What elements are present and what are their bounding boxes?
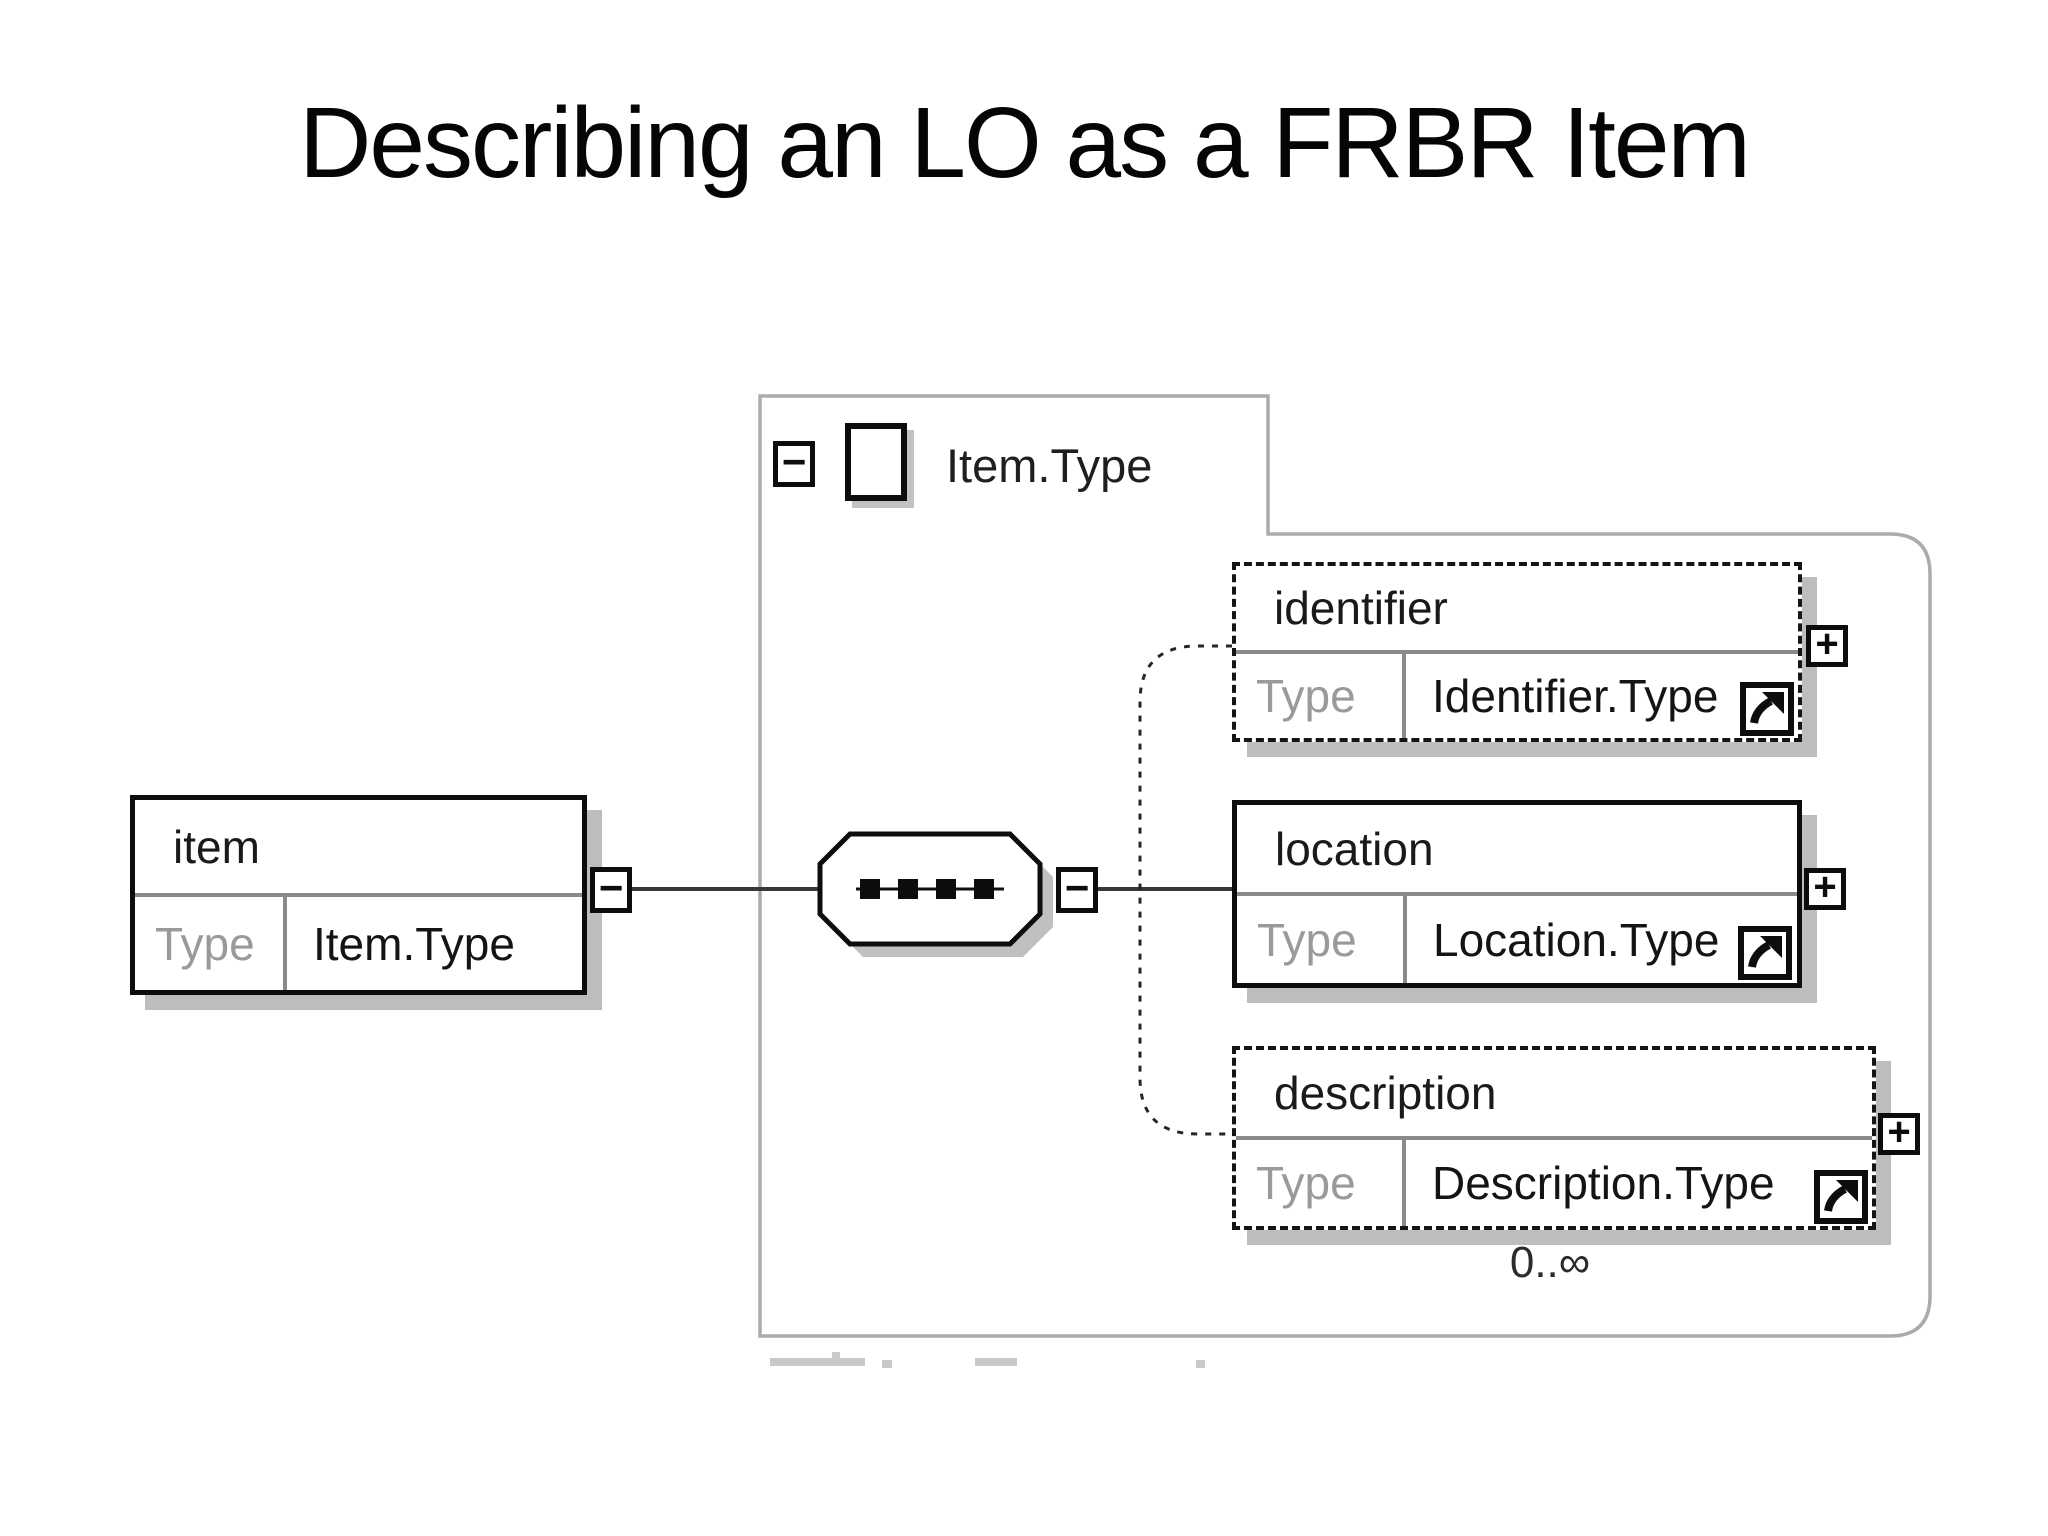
type-label: Type <box>135 897 287 990</box>
type-label: Type <box>1237 896 1407 983</box>
element-box-identifier: identifier Type Identifier.Type <box>1232 562 1802 742</box>
item-collapse-toggle[interactable]: − <box>590 867 632 913</box>
element-box-item: item Type Item.Type <box>130 795 587 995</box>
expand-button-location[interactable]: + <box>1804 867 1846 910</box>
type-row: Type Description.Type <box>1236 1136 1872 1226</box>
expand-button-description[interactable]: + <box>1878 1112 1920 1155</box>
type-row: Type Item.Type <box>135 893 582 990</box>
slide-title: Describing an LO as a FRBR Item <box>299 87 1751 199</box>
link-icon-identifier[interactable] <box>1740 682 1794 736</box>
type-value: Item.Type <box>313 917 515 970</box>
type-value: Location.Type <box>1433 913 1720 966</box>
element-name: identifier <box>1274 582 1448 634</box>
goto-definition-arrow-icon <box>1748 936 1782 968</box>
group-label: Item.Type <box>946 439 1153 492</box>
sequence-items-icon <box>856 879 1004 899</box>
sequence-collapse-toggle[interactable]: − <box>1056 867 1098 913</box>
type-label: Type <box>1236 654 1406 738</box>
type-row: Type Location.Type <box>1237 892 1797 983</box>
link-icon-description[interactable] <box>1814 1170 1868 1224</box>
element-name: description <box>1274 1067 1497 1119</box>
type-value: Identifier.Type <box>1432 670 1719 722</box>
element-box-description: description Type Description.Type <box>1232 1046 1876 1230</box>
element-box-location: location Type Location.Type <box>1232 800 1802 988</box>
occurrence-label: 0..∞ <box>1509 1238 1591 1287</box>
link-icon-location[interactable] <box>1738 926 1792 980</box>
element-name: item <box>173 820 260 873</box>
group-collapse-toggle[interactable]: − <box>773 441 815 487</box>
element-name: location <box>1275 822 1434 875</box>
complex-type-icon <box>845 423 907 501</box>
type-value: Description.Type <box>1432 1157 1775 1209</box>
type-row: Type Identifier.Type <box>1236 650 1798 738</box>
connector-optional-children <box>1138 644 1232 1136</box>
goto-definition-arrow-icon <box>1824 1180 1858 1212</box>
goto-definition-arrow-icon <box>1750 692 1784 724</box>
expand-button-identifier[interactable]: + <box>1806 624 1848 667</box>
type-label: Type <box>1236 1140 1406 1226</box>
